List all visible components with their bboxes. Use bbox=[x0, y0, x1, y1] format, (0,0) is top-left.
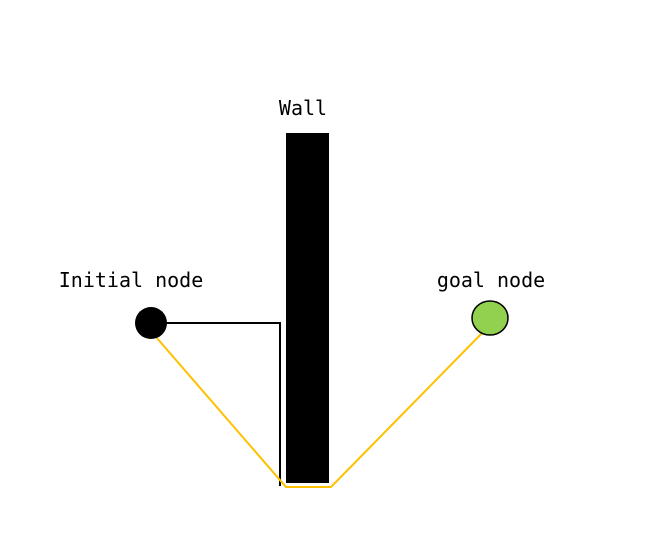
goal-node bbox=[471, 300, 509, 336]
blocked-path bbox=[166, 322, 281, 486]
wall-obstacle bbox=[286, 133, 329, 483]
found-path bbox=[155, 327, 488, 488]
initial-node-label: Initial node bbox=[59, 268, 204, 292]
goal-node-label: goal node bbox=[437, 268, 545, 292]
initial-node bbox=[135, 307, 167, 339]
wall-label: Wall bbox=[279, 96, 327, 120]
